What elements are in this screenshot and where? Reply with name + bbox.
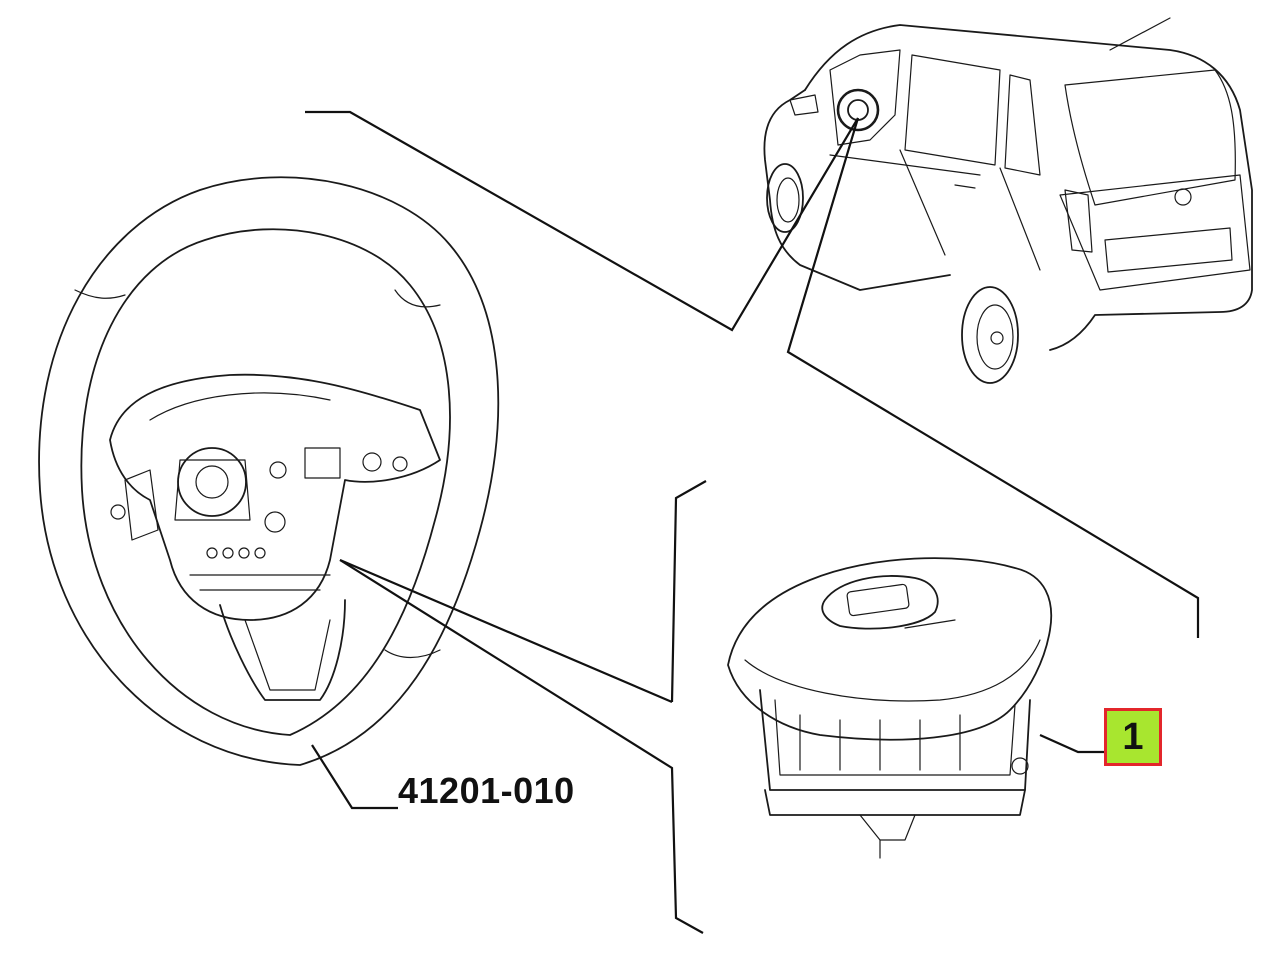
part-number-label: 41201-010 (398, 770, 575, 811)
leader-lines (305, 110, 1200, 934)
car-illustration (763, 17, 1253, 384)
airbag-module-illustration (727, 557, 1053, 859)
callout-badge[interactable]: 1 (1104, 708, 1162, 766)
steering-wheel-illustration (38, 176, 500, 766)
